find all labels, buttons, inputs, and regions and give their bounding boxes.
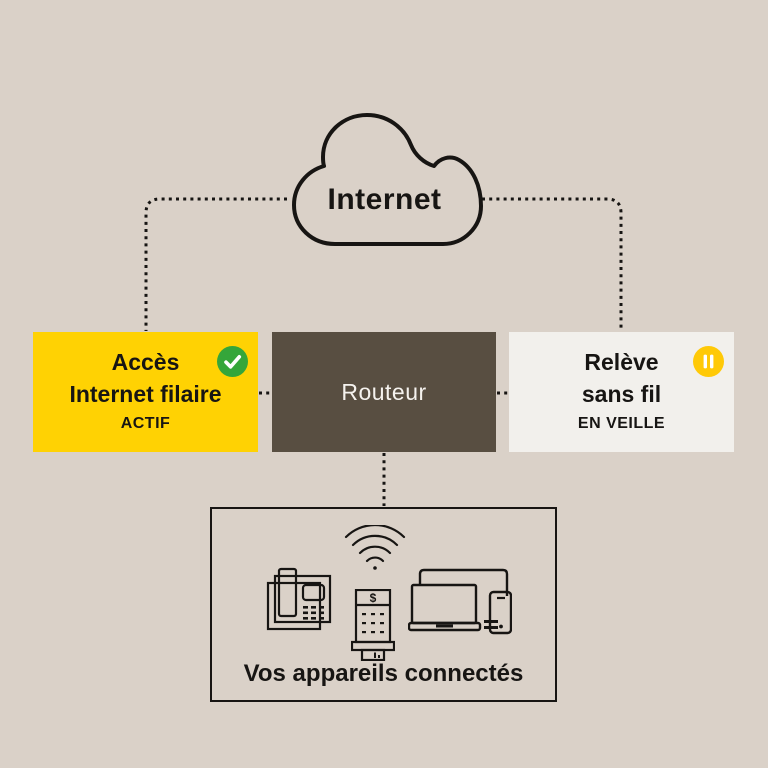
- wifi-icon: [344, 525, 406, 570]
- terminal-currency-symbol: $: [370, 591, 377, 605]
- wired-access-label-line2: Internet filaire: [69, 381, 222, 407]
- wireless-label-line2: sans fil: [581, 381, 662, 407]
- node-router: Routeur: [272, 332, 496, 452]
- laptop-monitor-smartphone-icon: [408, 568, 512, 635]
- router-label: Routeur: [341, 379, 427, 405]
- wired-access-label-line1: Accès: [111, 349, 180, 375]
- internet-cloud-label: Internet: [327, 183, 442, 216]
- payment-terminal-icon: $: [351, 589, 395, 661]
- wireless-label-line1: Relève: [584, 349, 659, 375]
- connected-devices-caption: Vos appareils connectés: [243, 660, 524, 687]
- connected-devices-box: $ Vos appareils connectés: [210, 507, 557, 702]
- node-wired-internet-access: Accès Internet filaire ACTIF: [33, 332, 258, 452]
- pause-icon: [693, 346, 724, 377]
- wireless-status: EN VEILLE: [577, 415, 666, 432]
- check-icon: [217, 346, 248, 377]
- desk-phone-icon: [266, 567, 332, 631]
- connector-cloud-to-wireless: [482, 197, 623, 331]
- wired-access-status: ACTIF: [120, 415, 171, 432]
- node-wireless-extender: Relève sans fil EN VEILLE: [509, 332, 734, 452]
- connector-cloud-to-wired: [144, 197, 287, 331]
- internet-cloud-icon: [292, 113, 483, 246]
